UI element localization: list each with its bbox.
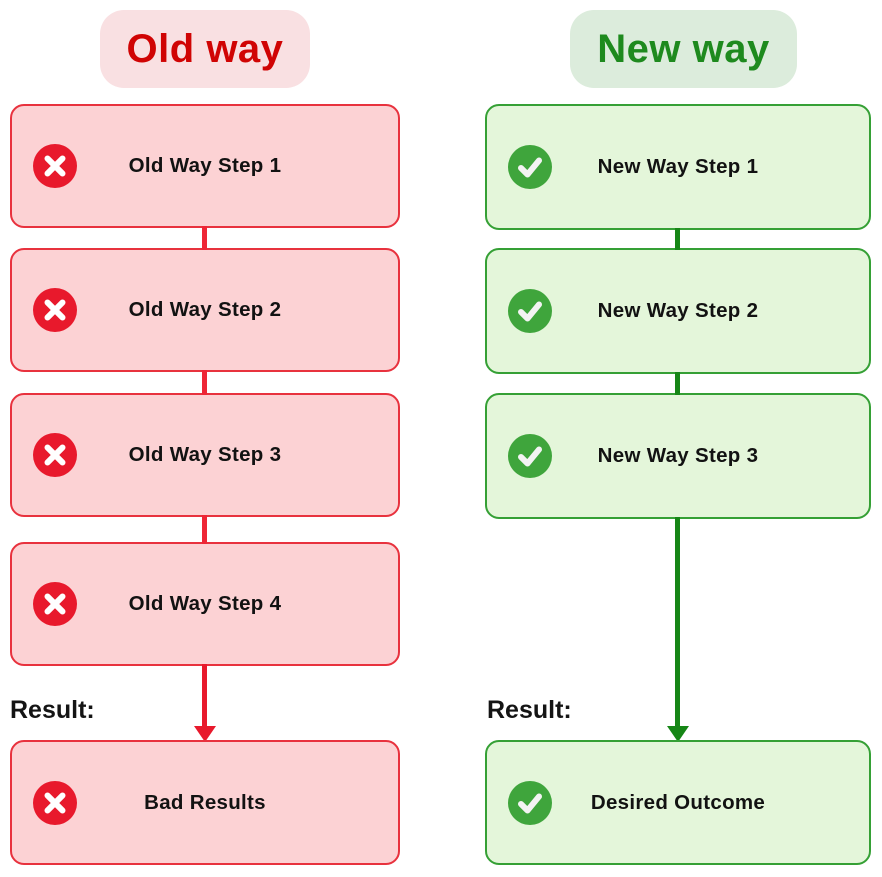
old-connector-1-2 <box>202 226 207 250</box>
old-way-step-2-label: Old Way Step 2 <box>128 298 282 321</box>
old-way-step-2-box: Old Way Step 2 <box>10 248 400 372</box>
old-result-arrow-shaft <box>202 664 207 726</box>
x-circle-icon <box>33 288 77 332</box>
old-way-title: Old way <box>100 10 310 88</box>
check-circle-icon <box>508 289 552 333</box>
new-way-step-2-box: New Way Step 2 <box>485 248 871 374</box>
new-way-step-1-box: New Way Step 1 <box>485 104 871 230</box>
old-way-step-4-box: Old Way Step 4 <box>10 542 400 666</box>
new-way-step-2-label: New Way Step 2 <box>597 299 759 322</box>
x-circle-icon <box>33 582 77 626</box>
old-way-step-3-box: Old Way Step 3 <box>10 393 400 517</box>
old-connector-3-4 <box>202 515 207 544</box>
old-result-label: Result: <box>10 696 95 724</box>
new-way-step-1-label: New Way Step 1 <box>597 155 759 178</box>
new-result-arrow-shaft <box>675 517 680 726</box>
new-result-label: Result: <box>487 696 572 724</box>
new-way-title: New way <box>570 10 797 88</box>
old-way-step-4-label: Old Way Step 4 <box>128 592 282 615</box>
old-way-step-1-label: Old Way Step 1 <box>128 154 282 177</box>
check-circle-icon <box>508 780 552 825</box>
new-connector-2-3 <box>675 372 680 395</box>
old-way-title-text: Old way <box>126 26 284 71</box>
check-circle-icon <box>508 145 552 189</box>
old-result-arrow-head <box>194 726 216 742</box>
x-circle-icon <box>33 433 77 477</box>
new-way-step-3-label: New Way Step 3 <box>597 444 759 467</box>
old-connector-2-3 <box>202 370 207 395</box>
x-circle-icon <box>33 144 77 188</box>
x-circle-icon <box>33 780 77 825</box>
old-way-step-1-box: Old Way Step 1 <box>10 104 400 228</box>
new-way-step-3-box: New Way Step 3 <box>485 393 871 519</box>
old-way-step-3-label: Old Way Step 3 <box>128 443 282 466</box>
new-way-result-text: Desired Outcome <box>590 790 766 814</box>
old-way-result-box: Bad Results <box>10 740 400 865</box>
check-circle-icon <box>508 434 552 478</box>
new-way-title-text: New way <box>597 26 770 71</box>
new-connector-1-2 <box>675 228 680 250</box>
old-way-result-text: Bad Results <box>144 790 266 814</box>
new-way-result-box: Desired Outcome <box>485 740 871 865</box>
new-result-arrow-head <box>667 726 689 742</box>
